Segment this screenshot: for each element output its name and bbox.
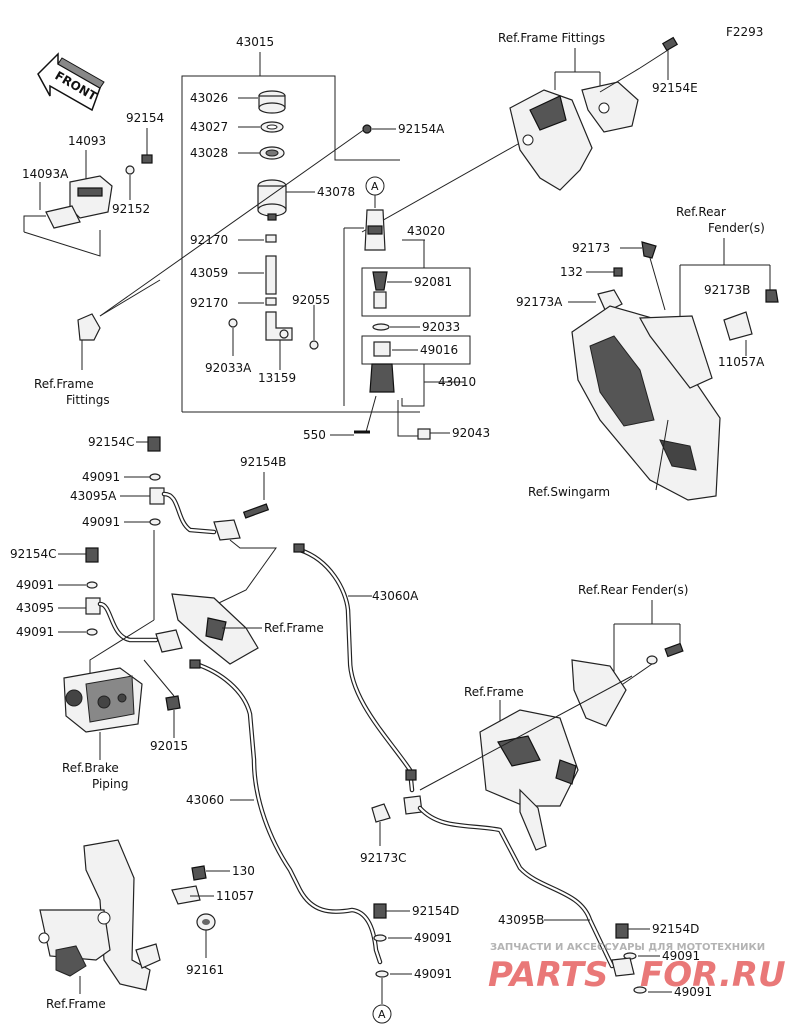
mount-line (361, 143, 519, 233)
label-92055: 92055 (292, 293, 330, 307)
frame-bottom-left: Ref.Frame 130 11057 92161 (38, 839, 255, 1011)
watermark-brand-right: FOR.RU (640, 955, 786, 995)
label-92154d-2: 92154D (652, 922, 699, 936)
label-550: 550 (303, 428, 326, 442)
label-11057a: 11057A (718, 355, 765, 369)
label-49091-2: 49091 (82, 515, 120, 529)
label-49016: 49016 (420, 343, 458, 357)
hose-43060: 43060 (186, 659, 383, 965)
front-arrow-icon: FRONT (37, 52, 105, 112)
label-92170-b: 92170 (190, 296, 228, 310)
left-bracket-group: 14093 14093A 92154 92152 (22, 111, 164, 257)
watermark-tagline: ЗАПЧАСТИ И АКСЕССУАРЫ ДЛЯ МОТОТЕХНИКИ (490, 942, 765, 953)
label-49091-6: 49091 (414, 967, 452, 981)
label-43095: 43095 (16, 601, 54, 615)
ref-rear-fender-top-1: Ref.Rear (676, 205, 726, 219)
label-43060: 43060 (186, 793, 224, 807)
label-92154c-2: 92154C (10, 547, 57, 561)
master-cylinder-group: A 43020 92081 92033 49016 43010 550 (303, 176, 490, 442)
label-132: 132 (560, 265, 583, 279)
label-92154a: 92154A (398, 122, 445, 136)
ref-frame-fittings-left-2: Fittings (66, 393, 110, 407)
connector-a-top-label: A (371, 180, 379, 193)
label-43026: 43026 (190, 91, 228, 105)
rear-fender-group: Ref.Rear Fender(s) 92173 132 92173A 9217… (516, 205, 779, 501)
ref-frame-bottom: Ref.Frame (46, 997, 106, 1011)
ref-brake-piping-2: Piping (92, 777, 128, 791)
rear-frame-right: Ref.Rear Fender(s) Ref.Frame (419, 583, 688, 851)
frame-fittings-left: Ref.Frame Fittings (34, 313, 110, 407)
label-43020: 43020 (407, 224, 445, 238)
label-43028: 43028 (190, 146, 228, 160)
label-43015: 43015 (236, 35, 274, 49)
frame-fittings-top-right: Ref.Frame Fittings 92154E (498, 31, 698, 191)
label-14093: 14093 (68, 134, 106, 148)
ref-frame-mid: Ref.Frame (264, 621, 324, 635)
label-92173a: 92173A (516, 295, 563, 309)
label-43060a: 43060A (372, 589, 419, 603)
label-92154e: 92154E (652, 81, 698, 95)
diagram-code: F2293 (726, 25, 763, 39)
clamp-92173c: 92173C (360, 803, 407, 865)
ref-brake-piping-1: Ref.Brake (62, 761, 119, 775)
label-92033: 92033 (422, 320, 460, 334)
label-43095b: 43095B (498, 913, 544, 927)
reservoir-group: 43015 43026 43027 43028 43078 92170 4305… (181, 35, 420, 413)
label-92043: 92043 (452, 426, 490, 440)
label-11057: 11057 (216, 889, 254, 903)
label-92033a: 92033A (205, 361, 252, 375)
label-92154c-1: 92154C (88, 435, 135, 449)
ref-swingarm: Ref.Swingarm (528, 485, 610, 499)
label-92161: 92161 (186, 963, 224, 977)
label-49091-4: 49091 (16, 625, 54, 639)
label-43078: 43078 (317, 185, 355, 199)
watermark: ЗАПЧАСТИ И АКСЕССУАРЫ ДЛЯ МОТОТЕХНИКИ PA… (488, 942, 786, 995)
label-92152: 92152 (112, 202, 150, 216)
label-43027: 43027 (190, 120, 228, 134)
left-hose-group: 92154C 49091 43095A 49091 92154B 92154C … (10, 435, 286, 675)
label-43059: 43059 (190, 266, 228, 280)
ref-frame-fittings-left-1: Ref.Frame (34, 377, 94, 391)
label-92173c: 92173C (360, 851, 407, 865)
label-92081: 92081 (414, 275, 452, 289)
label-92173b: 92173B (704, 283, 750, 297)
label-92173: 92173 (572, 241, 610, 255)
watermark-brand-left: PARTS (488, 955, 608, 995)
label-14093a: 14093A (22, 167, 69, 181)
label-92154b: 92154B (240, 455, 286, 469)
connector-a-bottom (372, 1004, 392, 1024)
label-92170-a: 92170 (190, 233, 228, 247)
label-92015: 92015 (150, 739, 188, 753)
handlebar-line: 92154A (99, 122, 445, 317)
ref-frame-right: Ref.Frame (464, 685, 524, 699)
hose-43060a: 43060A (293, 543, 615, 969)
label-49091-7: 49091 (662, 949, 700, 963)
ref-rear-fender-mid: Ref.Rear Fender(s) (578, 583, 688, 597)
label-43010: 43010 (438, 375, 476, 389)
connector-a-bottom-label: A (378, 1008, 386, 1021)
label-49091-5: 49091 (414, 931, 452, 945)
bottom-right-fittings: 43095B 92154D 49091 49091 (498, 913, 712, 999)
label-43095a: 43095A (70, 489, 117, 503)
label-49091-8: 49091 (674, 985, 712, 999)
label-92154-top: 92154 (126, 111, 164, 125)
bottom-mid-fittings: 92154D 49091 49091 A (372, 903, 459, 1024)
label-92154d-1: 92154D (412, 904, 459, 918)
abs-unit: Ref.Brake Piping 92015 (62, 659, 188, 791)
label-49091-1: 49091 (82, 470, 120, 484)
label-130: 130 (232, 864, 255, 878)
frame-mid: Ref.Frame (171, 593, 324, 665)
ref-frame-fittings-top: Ref.Frame Fittings (498, 31, 605, 45)
label-13159: 13159 (258, 371, 296, 385)
ref-rear-fender-top-2: Fender(s) (708, 221, 765, 235)
label-49091-3: 49091 (16, 578, 54, 592)
